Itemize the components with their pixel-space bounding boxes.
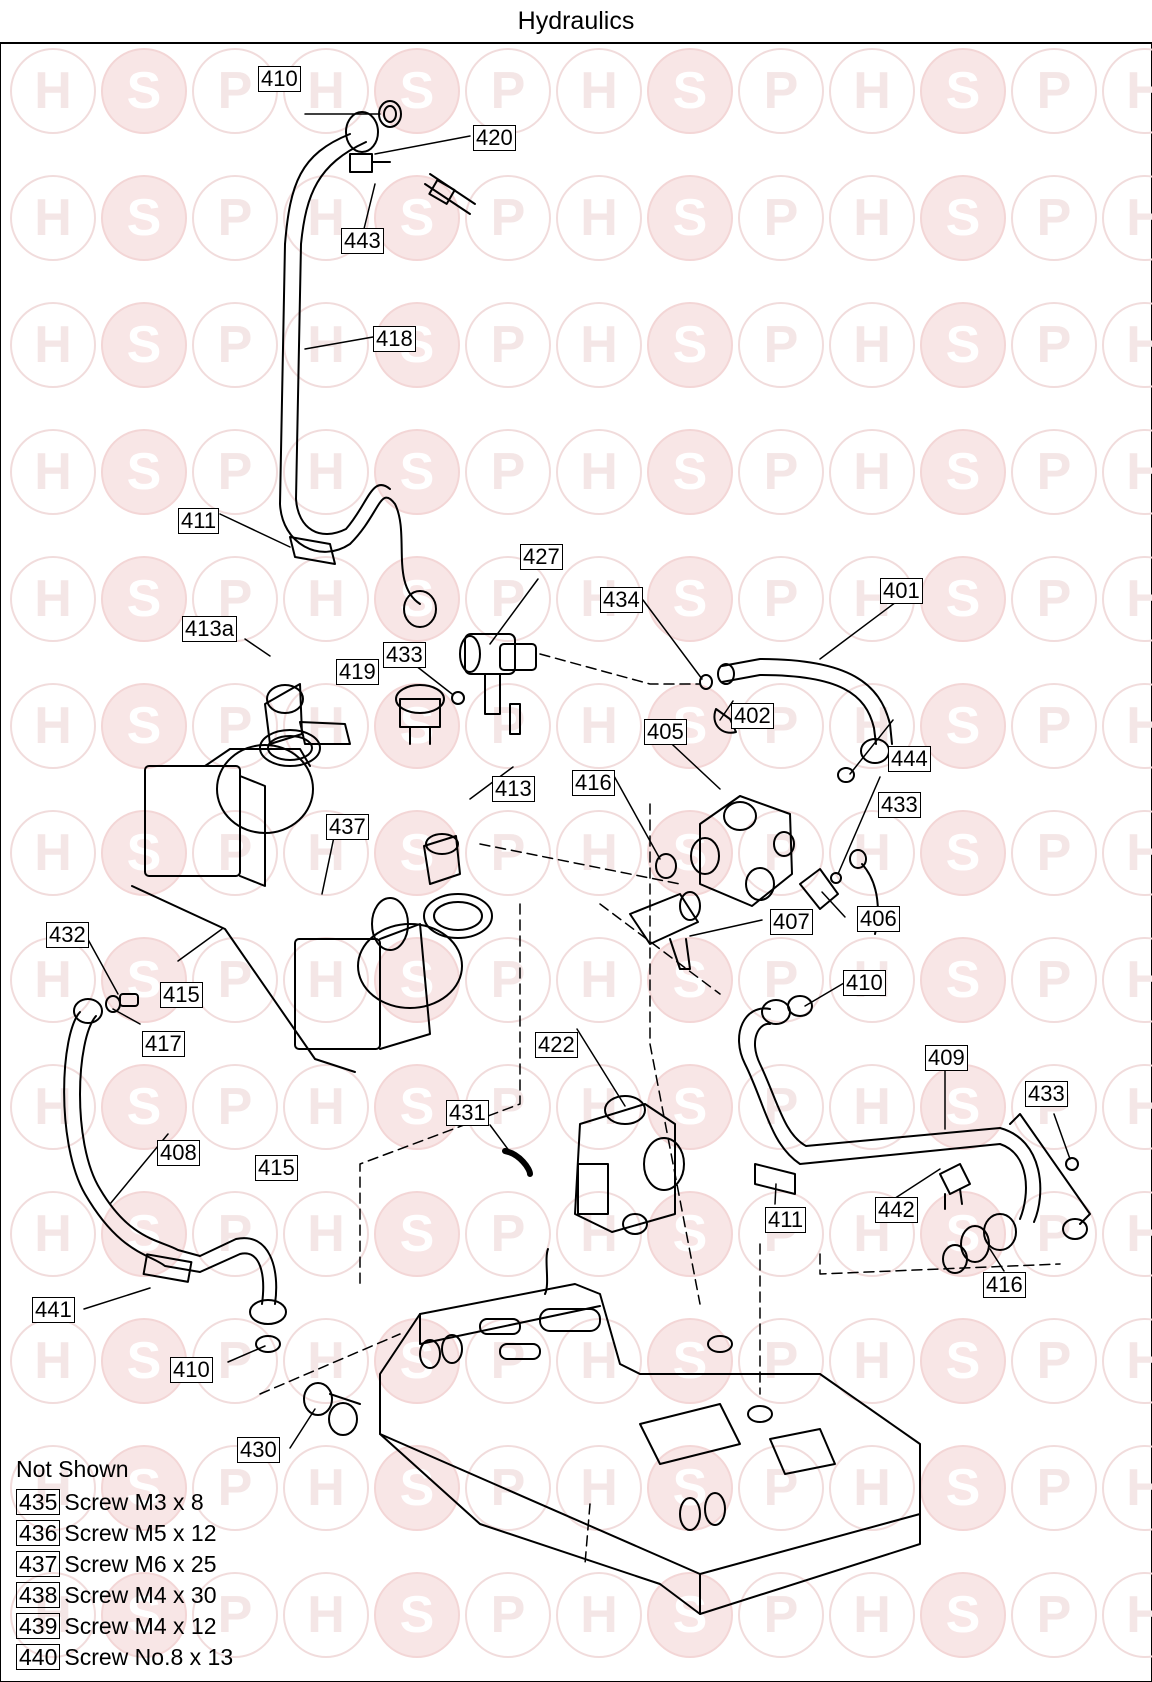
clip-411-upper — [289, 536, 336, 565]
page-title: Hydraulics — [0, 0, 1152, 44]
callout-411: 411 — [765, 1207, 807, 1233]
nut-lower-418 — [403, 590, 437, 628]
tube-431 — [502, 1148, 533, 1177]
hydraulics-exploded-diagram — [63, 100, 1091, 1615]
part-description: Screw No.8 x 13 — [64, 1644, 234, 1670]
part-432 — [119, 993, 139, 1007]
callout-411: 411 — [178, 508, 220, 534]
part-code: 438 — [16, 1582, 61, 1608]
callout-408: 408 — [157, 1140, 200, 1166]
callout-433: 433 — [878, 792, 921, 818]
callout-418: 418 — [373, 326, 416, 352]
callout-437: 437 — [326, 814, 369, 840]
part-description: Screw M4 x 30 — [64, 1582, 217, 1608]
washer-433-a — [451, 691, 465, 705]
callout-410: 410 — [258, 66, 301, 92]
callout-406: 406 — [857, 906, 900, 932]
part-code: 436 — [16, 1520, 61, 1546]
clip-near-413a — [299, 721, 351, 745]
callout-431: 431 — [446, 1100, 489, 1126]
callout-419: 419 — [336, 659, 379, 685]
washer-410-lower — [255, 1335, 281, 1353]
callout-410: 410 — [843, 970, 886, 996]
callout-402: 402 — [731, 703, 774, 729]
bracket-415-line — [131, 885, 356, 1073]
clip-402 — [713, 708, 737, 734]
part-description: Screw M4 x 12 — [64, 1613, 217, 1639]
callout-401: 401 — [880, 578, 923, 604]
part-419 — [395, 684, 445, 745]
chassis-plate — [379, 1283, 921, 1615]
gas-valve-422 — [574, 1095, 685, 1235]
part-code: 439 — [16, 1613, 61, 1639]
washer-410-mid — [787, 995, 813, 1017]
cable-near-422 — [544, 1248, 549, 1295]
callout-420: 420 — [473, 125, 516, 151]
washer-433-b — [830, 872, 842, 884]
pipe-409 — [738, 999, 1091, 1240]
part-code: 435 — [16, 1489, 61, 1515]
callout-413: 413 — [492, 776, 535, 802]
callout-407: 407 — [770, 909, 813, 935]
coupling-410-top — [345, 100, 402, 153]
callout-442: 442 — [875, 1197, 918, 1223]
callout-417: 417 — [142, 1031, 185, 1057]
washer-444 — [837, 767, 855, 783]
part-description: Screw M6 x 25 — [64, 1551, 217, 1577]
o-ring-416-a — [655, 853, 677, 879]
part-407 — [629, 891, 701, 970]
callout-441: 441 — [32, 1297, 75, 1323]
callout-409: 409 — [925, 1045, 968, 1071]
callout-432: 432 — [46, 922, 89, 948]
callout-405: 405 — [644, 719, 687, 745]
leader-lines — [83, 113, 1071, 1449]
clip-441 — [142, 1253, 193, 1283]
callout-410: 410 — [170, 1357, 213, 1383]
valve-427 — [459, 633, 537, 735]
callout-444: 444 — [888, 746, 931, 772]
callout-430: 430 — [237, 1437, 280, 1463]
callout-427: 427 — [520, 544, 563, 570]
part-description: Screw M5 x 12 — [64, 1520, 217, 1546]
part-description: Screw M3 x 8 — [64, 1489, 204, 1515]
washer-434 — [699, 674, 713, 690]
not-shown-title: Not Shown — [16, 1456, 129, 1482]
pipe-408 — [63, 998, 287, 1325]
callout-443: 443 — [341, 228, 384, 254]
callout-415: 415 — [255, 1155, 298, 1181]
fittings-430 — [303, 1382, 361, 1436]
assembly-lines — [259, 653, 1061, 1565]
pipe-418 — [279, 133, 421, 605]
callout-433: 433 — [1025, 1081, 1068, 1107]
manifold-405 — [690, 795, 795, 907]
clip-411-lower — [754, 1163, 796, 1195]
callout-433: 433 — [383, 642, 426, 668]
callout-416: 416 — [983, 1272, 1026, 1298]
callout-422: 422 — [535, 1032, 578, 1058]
sensor-420 — [349, 153, 476, 215]
callout-434: 434 — [600, 587, 643, 613]
sensor-442 — [939, 1163, 971, 1210]
pump-413a — [144, 683, 321, 887]
pump-413 — [294, 833, 493, 1050]
part-code: 437 — [16, 1551, 61, 1577]
callout-416: 416 — [572, 770, 615, 796]
connector-416-lower — [942, 1213, 1017, 1274]
callout-413a: 413a — [182, 616, 237, 642]
washer-433-c — [1065, 1157, 1079, 1171]
callout-415: 415 — [160, 982, 203, 1008]
part-code: 440 — [16, 1644, 61, 1670]
